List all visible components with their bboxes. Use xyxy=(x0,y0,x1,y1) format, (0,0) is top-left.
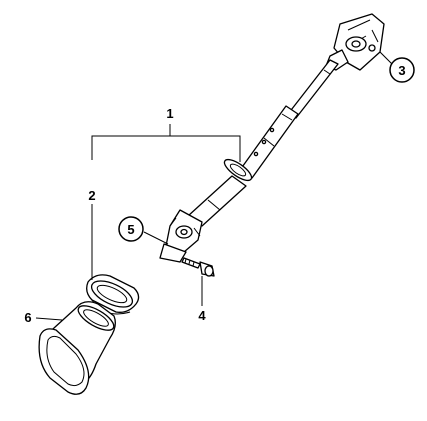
boot-lower-grommet xyxy=(38,301,116,395)
callout-6: 6 xyxy=(24,310,31,325)
svg-text:1: 1 xyxy=(166,106,173,121)
leader-lines xyxy=(35,51,393,321)
shaft-collar xyxy=(223,158,253,182)
callout-2: 2 xyxy=(88,188,95,203)
upper-shaft xyxy=(287,59,339,119)
lower-shaft xyxy=(187,175,247,227)
slider-tube xyxy=(239,105,299,179)
svg-text:4: 4 xyxy=(198,308,206,323)
callout-1: 1 xyxy=(166,106,173,121)
callout-3: 3 xyxy=(389,57,415,83)
upper-universal-joint xyxy=(325,13,385,71)
callout-5: 5 xyxy=(118,216,144,242)
svg-text:5: 5 xyxy=(127,222,134,237)
svg-text:6: 6 xyxy=(24,310,31,325)
svg-text:3: 3 xyxy=(398,63,405,78)
callout-4: 4 xyxy=(198,308,206,323)
lower-universal-joint xyxy=(159,209,203,263)
svg-text:2: 2 xyxy=(88,188,95,203)
boot-upper-ring xyxy=(86,274,140,315)
pinch-bolt xyxy=(181,257,215,277)
